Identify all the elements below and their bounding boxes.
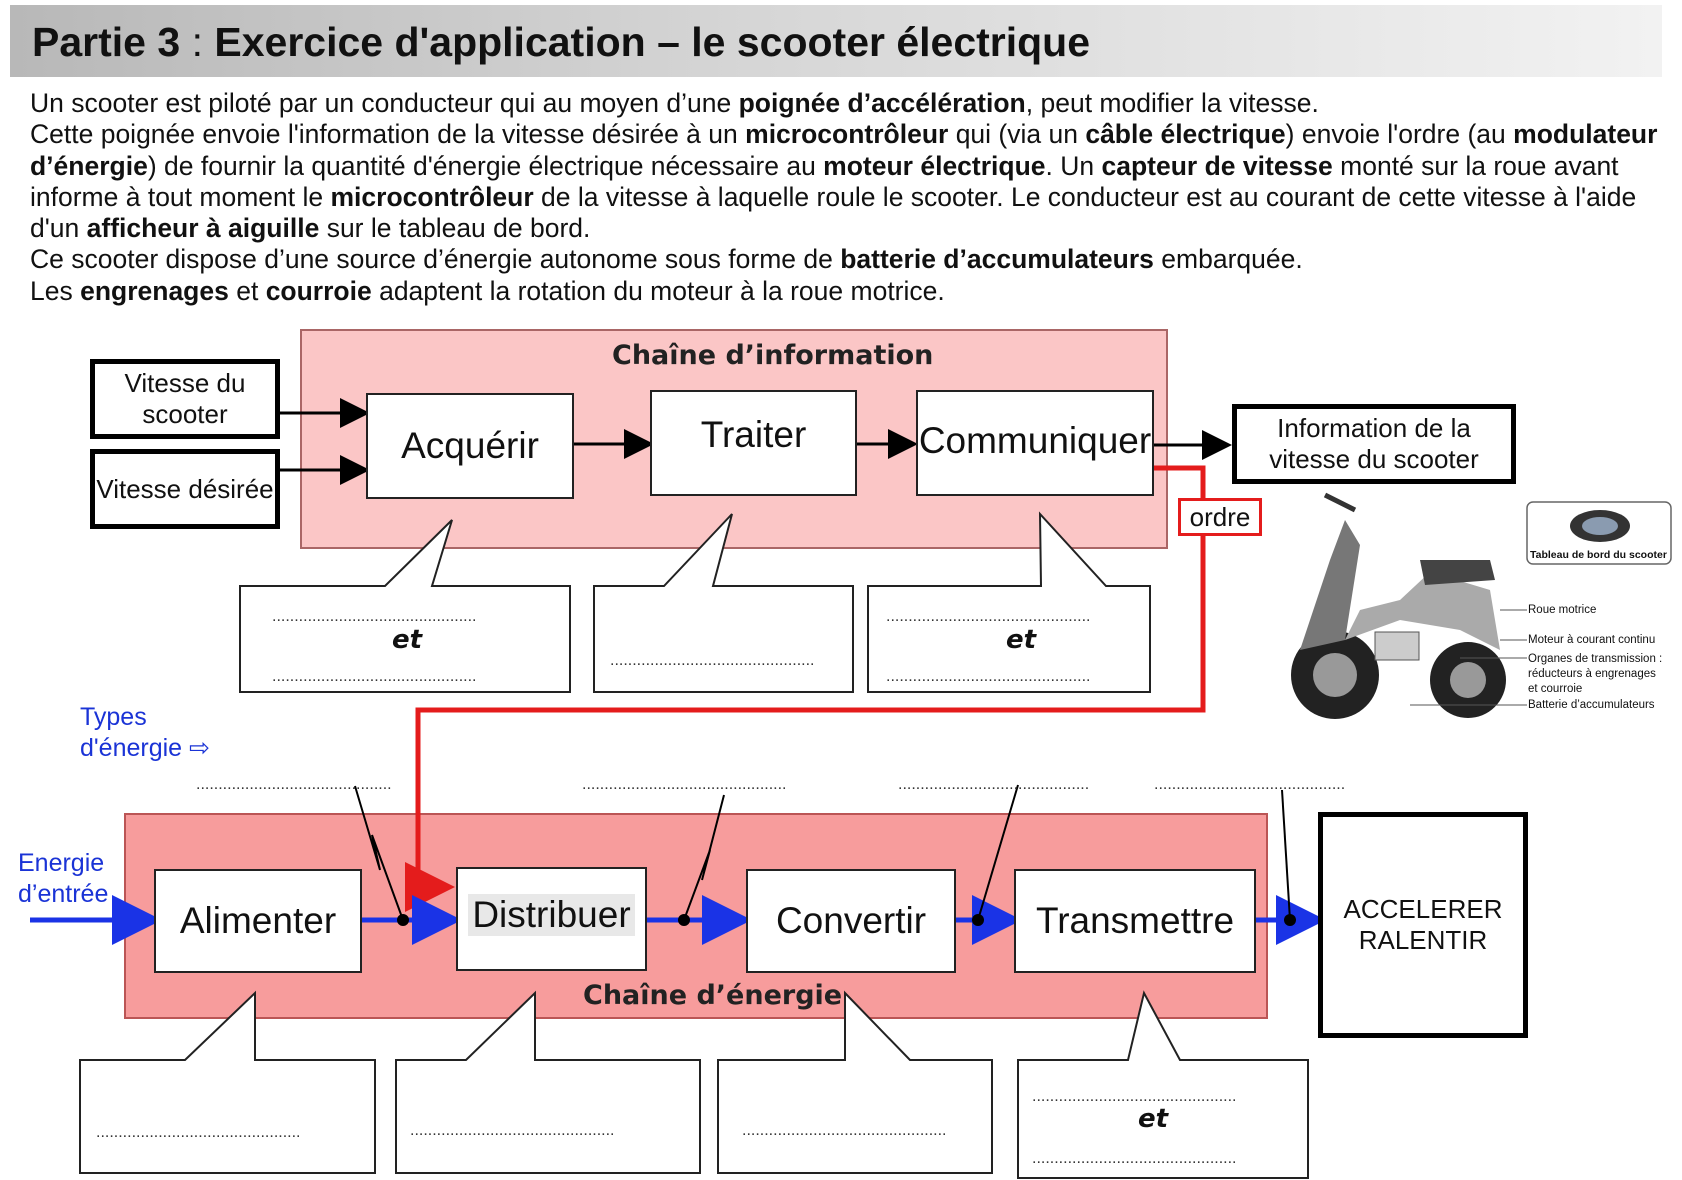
intro-text-run: Un scooter est piloté par un conducteur … [30, 88, 739, 118]
answer-dots[interactable]: ........................................… [582, 776, 787, 793]
intro-text-run: qui (via un [948, 119, 1086, 150]
function-convertir: Convertir [746, 869, 956, 973]
intro-keyword: batterie d’accumulateurs [840, 244, 1154, 275]
legend-transmission-3: et courroie [1528, 683, 1583, 695]
function-distribuer: Distribuer [456, 867, 647, 971]
answer-dots[interactable]: ........................................… [96, 1124, 301, 1141]
answer-dots[interactable]: ........................................… [410, 1122, 615, 1139]
intro-text-run: . Un [1045, 150, 1102, 181]
answer-dots[interactable]: ........................................… [886, 608, 1091, 625]
intro-text-run: Les [30, 275, 81, 306]
legend-roue-motrice: Roue motrice [1528, 604, 1597, 616]
intro-text-run: embarquée. [1153, 244, 1303, 275]
function-traiter: Traiter [650, 390, 857, 496]
function-acquerir: Acquérir [366, 393, 574, 499]
intro-keyword: microcontrôleur [330, 181, 534, 212]
intro-keyword: moteur électrique [823, 150, 1046, 181]
answer-dots[interactable]: ........................................… [272, 668, 477, 685]
intro-text-run: de la vitesse à laquelle roule le scoote… [30, 181, 1637, 244]
title-bar: Partie 3 : Exercice d'application – le s… [10, 5, 1662, 77]
intro-text-run: monté sur la roue avant informe à tout m… [30, 150, 1619, 212]
function-transmettre: Transmettre [1014, 869, 1256, 973]
page-title: Partie 3 : Exercice d'application – le s… [32, 19, 1091, 65]
answer-dots[interactable]: ........................................… [272, 608, 477, 625]
intro-text-run: sur le tableau de bord. [319, 213, 591, 244]
answer-dots[interactable]: ........................................… [1154, 776, 1344, 793]
energy-chain-title: Chaîne d’énergie [583, 980, 843, 1011]
legend-transmission: Organes de transmission : [1528, 653, 1663, 665]
intro-keyword: capteur de vitesse [1101, 150, 1333, 181]
intro-text: Un scooter est piloté par un conducteur … [30, 88, 1670, 307]
intro-keyword: engrenages [80, 275, 229, 306]
answer-dots[interactable]: ........................................… [610, 652, 815, 669]
intro-text-run: et [228, 275, 266, 306]
function-communiquer: Communiquer [916, 390, 1154, 496]
legend-transmission-2: réducteurs à engrenages [1528, 668, 1656, 680]
legend-moteur: Moteur à courant continu [1528, 634, 1656, 646]
input-vitesse-scooter: Vitesse du scooter [90, 359, 280, 439]
dashboard-caption: Tableau de bord du scooter [1530, 549, 1667, 561]
intro-text-run: ) de fournir la quantité d'énergie élect… [147, 150, 824, 181]
intro-text-run: , peut modifier la vitesse. [1025, 88, 1319, 118]
answer-dots[interactable]: ........................................… [886, 668, 1091, 685]
intro-keyword: poignée d’accélération [738, 88, 1026, 118]
intro-text-run: adaptent la rotation du moteur à la roue… [371, 275, 945, 306]
energie-entree-label: Energie d’entrée [18, 849, 109, 908]
function-alimenter: Alimenter [154, 869, 362, 973]
intro-text-run: Cette poignée envoie l'information de la… [30, 119, 746, 150]
legend-batterie: Batterie d’accumulateurs [1528, 699, 1655, 711]
types-energie-label: Types d'énergie ⇨ [80, 703, 210, 762]
input-vitesse-desiree: Vitesse désirée [90, 449, 280, 529]
answer-dots[interactable]: ........................................… [1032, 1088, 1237, 1105]
answer-dots[interactable]: ........................................… [898, 776, 1088, 793]
intro-paragraph: Cette poignée envoie l'information de la… [30, 119, 1670, 244]
intro-paragraph: Ce scooter dispose d’une source d’énergi… [30, 244, 1670, 275]
output-information-vitesse: Information de la vitesse du scooter [1232, 404, 1516, 484]
answer-dots[interactable]: ........................................… [742, 1122, 947, 1139]
intro-paragraph: Les engrenages et courroie adaptent la r… [30, 276, 1670, 307]
intro-keyword: câble électrique [1085, 119, 1286, 150]
output-accelerer-ralentir: ACCELERER RALENTIR [1318, 812, 1528, 1038]
ordre-label: ordre [1178, 498, 1262, 536]
answer-dots[interactable]: ........................................… [1032, 1150, 1237, 1167]
intro-keyword: courroie [265, 275, 372, 306]
information-chain-title: Chaîne d’information [612, 340, 934, 371]
et-label: et [1006, 625, 1037, 655]
et-label: et [392, 625, 423, 655]
scooter-illustration [1291, 492, 1527, 719]
intro-paragraph: Un scooter est piloté par un conducteur … [30, 88, 1670, 119]
intro-keyword: microcontrôleur [745, 119, 949, 150]
intro-keyword: modulateur d’énergie [30, 119, 1658, 181]
intro-text-run: ) envoie l'ordre (au [1285, 119, 1514, 150]
intro-keyword: afficheur à aiguille [86, 213, 320, 244]
et-label: et [1138, 1104, 1169, 1134]
answer-dots[interactable]: ........................................… [196, 776, 392, 793]
intro-text-run: Ce scooter dispose d’une source d’énergi… [30, 244, 841, 275]
